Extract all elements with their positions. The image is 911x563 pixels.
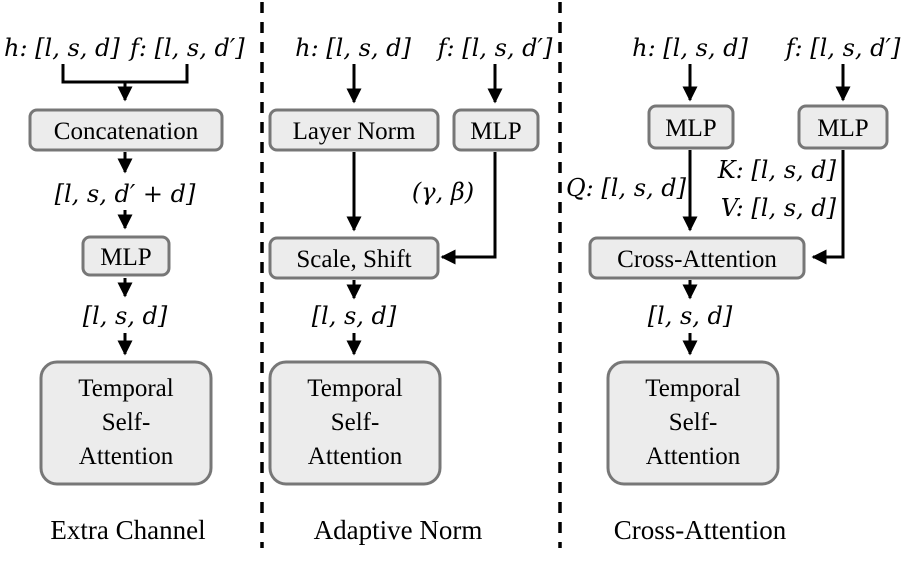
attention-line-2: Self- [102, 409, 151, 436]
mlp-f-label: MLP [817, 115, 868, 142]
v-label: V: [l, s, d] [721, 194, 837, 222]
input-h-label: h: [l, s, d] [4, 34, 120, 62]
attention-line-1: Temporal [78, 375, 173, 402]
attention-line-1: Temporal [645, 375, 740, 402]
input-h-label: h: [l, s, d] [295, 34, 411, 62]
panel-cross-attention: h: [l, s, d] f: [l, s, d′] MLP MLP Q: [l… [566, 34, 901, 545]
input-f-label: f: [l, s, d′] [784, 34, 901, 62]
input-f-label: f: [l, s, d′] [128, 34, 245, 62]
mlp-box [452, 108, 540, 152]
mlp-label: MLP [470, 118, 521, 145]
temporal-self-attention-box [39, 360, 213, 486]
concatenation-box [28, 108, 224, 152]
input-h-label: h: [l, s, d] [632, 34, 748, 62]
mlp-h-box [647, 104, 735, 150]
attention-line-3: Attention [308, 443, 403, 470]
out-shape-label: [l, s, d] [83, 302, 168, 330]
concat-shape-label: [l, s, d′ + d] [55, 180, 196, 208]
input-f-label: f: [l, s, d′] [436, 34, 553, 62]
cross-attention-label: Cross-Attention [617, 246, 777, 273]
layer-norm-label: Layer Norm [293, 118, 416, 145]
out-shape-label: [l, s, d] [648, 302, 733, 330]
k-label: K: [l, s, d] [717, 156, 837, 184]
attention-line-1: Temporal [307, 375, 402, 402]
panel-adaptive-norm: h: [l, s, d] f: [l, s, d′] Layer Norm ML… [268, 34, 553, 545]
cross-attention-box [588, 236, 806, 280]
arrow-mlp-to-scale [440, 152, 497, 265]
mlp-f-box [797, 104, 889, 150]
arrow-kv [811, 150, 845, 265]
panel-caption: Cross-Attention [614, 515, 787, 545]
panel-caption: Extra Channel [50, 515, 205, 545]
mlp-box [81, 235, 171, 277]
attention-line-2: Self- [669, 409, 718, 436]
panel-extra-channel: h: [l, s, d] f: [l, s, d′] Concatenation… [4, 34, 245, 545]
attention-line-3: Attention [79, 443, 174, 470]
out-shape-label: [l, s, d] [312, 302, 397, 330]
temporal-self-attention-box [606, 360, 780, 486]
mlp-label: MLP [100, 244, 151, 271]
attention-line-3: Attention [646, 443, 741, 470]
scale-shift-label: Scale, Shift [296, 246, 411, 273]
gamma-beta-label: (γ, β) [412, 178, 474, 206]
temporal-self-attention-box [268, 360, 442, 486]
scale-shift-box [268, 236, 440, 280]
merge-bracket [61, 64, 189, 84]
mlp-h-label: MLP [665, 115, 716, 142]
layer-norm-box [268, 108, 440, 152]
panel-caption: Adaptive Norm [314, 515, 483, 545]
concatenation-label: Concatenation [54, 118, 199, 145]
q-label: Q: [l, s, d] [566, 174, 687, 202]
attention-line-2: Self- [331, 409, 380, 436]
